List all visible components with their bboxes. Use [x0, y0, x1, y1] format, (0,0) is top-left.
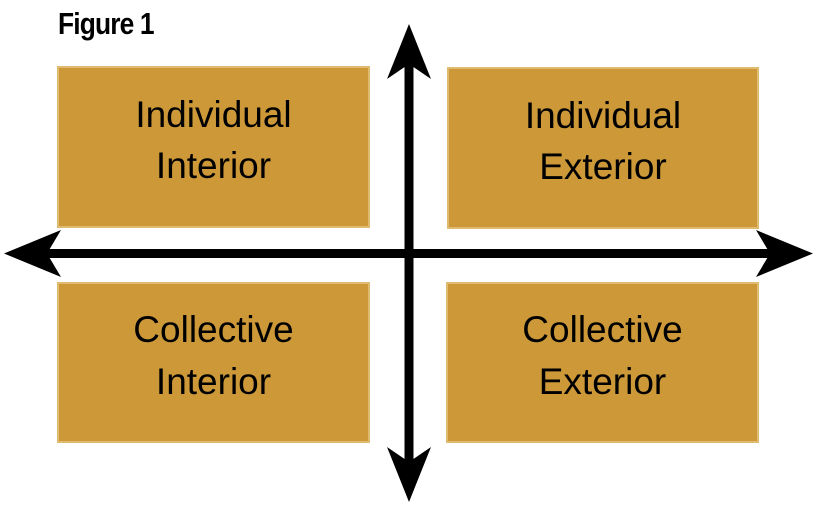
figure-title: Figure 1	[58, 6, 155, 41]
quadrant-label-line1: Collective	[522, 309, 683, 351]
left-arrowhead-icon	[4, 230, 61, 277]
right-arrowhead-icon	[756, 230, 813, 277]
quadrant-label-line2: Interior	[155, 360, 272, 402]
quadrant-label-line1: Individual	[524, 94, 682, 136]
quadrant-label-line2: Interior	[155, 145, 272, 186]
quadrant-individual-exterior: Individual Exterior	[447, 67, 759, 229]
quadrant-label-line2: Exterior	[538, 360, 667, 402]
down-arrowhead-icon	[387, 447, 431, 502]
quadrant-label-line1: Collective	[133, 309, 294, 351]
quadrant-label-line2: Exterior	[539, 146, 667, 187]
quadrant-collective-exterior: Collective Exterior	[446, 282, 759, 443]
quadrant-collective-interior: Collective Interior	[57, 282, 370, 443]
quadrant-label-line1: Individual	[135, 93, 292, 135]
quadrant-individual-interior: Individual Interior	[57, 66, 370, 228]
up-arrowhead-icon	[387, 24, 431, 79]
